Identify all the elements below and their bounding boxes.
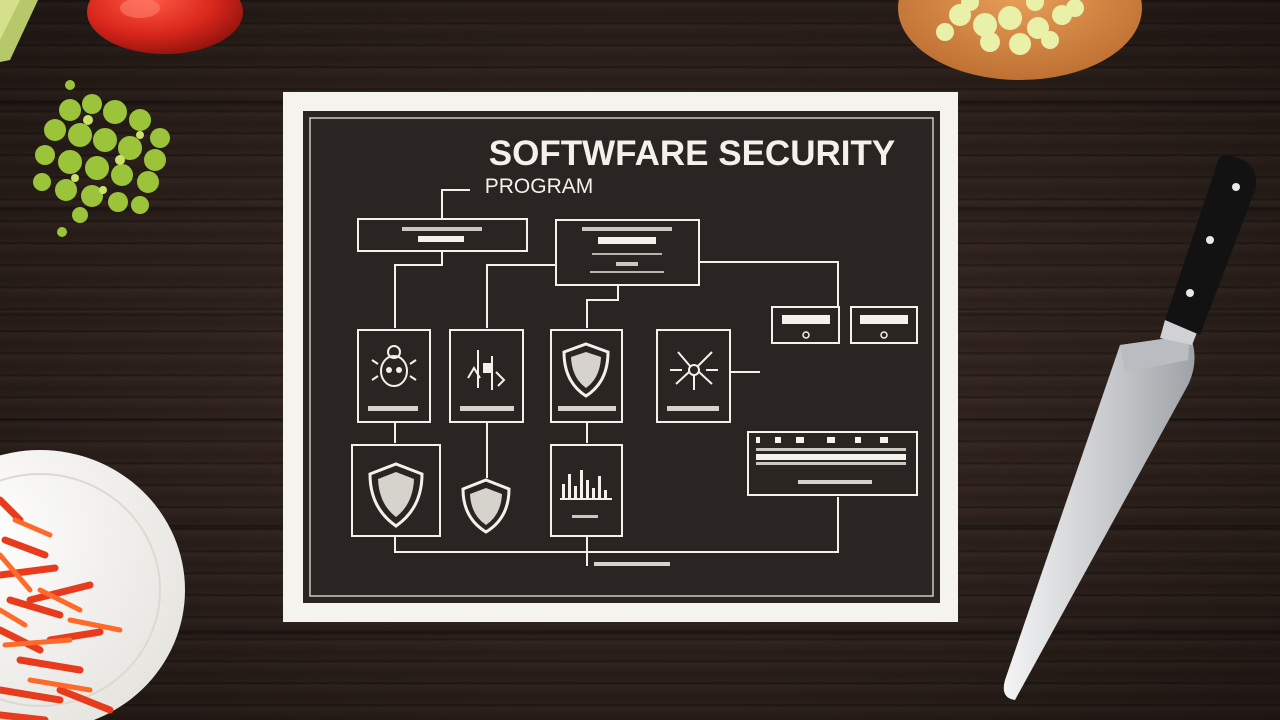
card-bug-icon	[357, 329, 431, 423]
flow-box-small-1	[771, 306, 840, 344]
shield-standalone	[461, 478, 511, 534]
poster-title: SOFTWFARE SECURITY	[489, 134, 895, 173]
tools-icon	[467, 350, 506, 390]
celery-stick	[0, 0, 38, 62]
poster: SOFTWFARE SECURITY PROGRAM	[283, 92, 958, 622]
chef-knife	[1003, 155, 1257, 700]
flow-connectors	[394, 189, 839, 566]
data-panel	[747, 431, 918, 496]
bug-icon	[371, 345, 417, 387]
shredded-carrots	[0, 496, 123, 720]
card-network-icon	[656, 329, 731, 423]
chopped-onion	[936, 0, 1084, 55]
flow-box-top-center	[555, 219, 700, 286]
network-icon	[670, 351, 718, 390]
card-shield-icon	[550, 329, 623, 423]
poster-subtitle: PROGRAM	[485, 175, 594, 198]
flow-box-top-left	[357, 218, 528, 252]
card-chart	[550, 444, 623, 537]
chopped-greens	[33, 80, 170, 237]
card-tools-icon	[449, 329, 524, 423]
bar-chart-icon	[560, 470, 612, 500]
card-shield-large	[351, 444, 441, 537]
shield-icon	[562, 342, 610, 398]
cutting-board	[898, 0, 1142, 80]
plate	[0, 450, 185, 720]
flow-box-small-2	[850, 306, 918, 344]
shield-icon	[461, 478, 511, 534]
footer-caption	[594, 562, 670, 566]
shield-icon	[368, 462, 424, 528]
tomato	[87, 0, 243, 54]
